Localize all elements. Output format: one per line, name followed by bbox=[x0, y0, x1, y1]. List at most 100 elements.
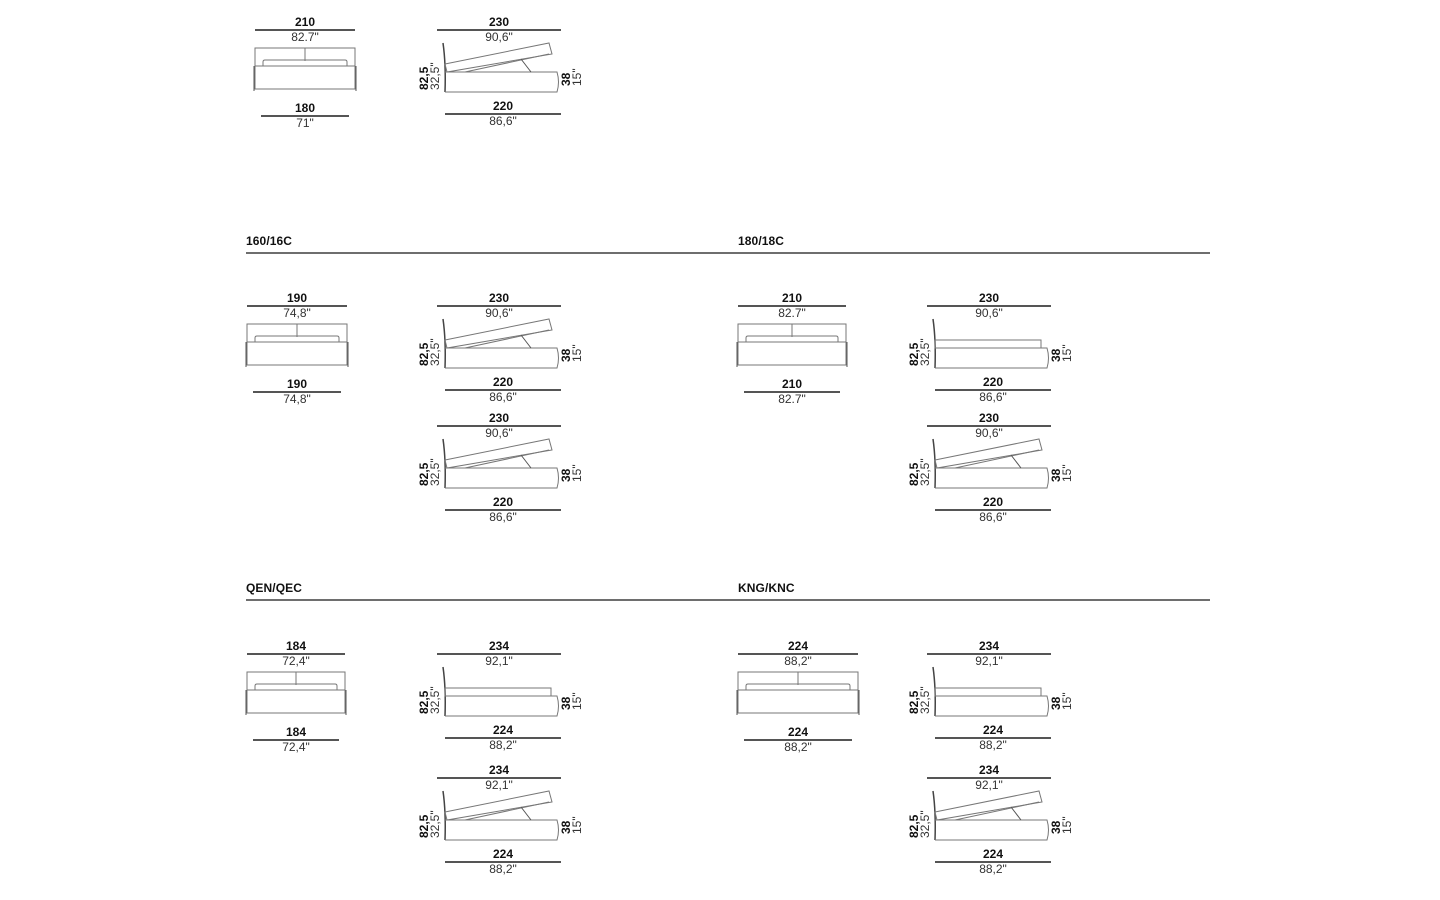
dimension-cm: 224 bbox=[492, 847, 514, 861]
dimension-inch: 32,5" bbox=[918, 458, 932, 486]
dimension-cm: 230 bbox=[488, 291, 510, 305]
gas-piston bbox=[521, 335, 531, 348]
gas-piston bbox=[1011, 455, 1021, 468]
dimension-cm: 224 bbox=[787, 639, 809, 653]
dimension-inch: 32,5" bbox=[428, 338, 442, 366]
front-view-lines bbox=[254, 48, 356, 91]
gas-piston bbox=[521, 455, 531, 468]
dimension-cm: 184 bbox=[285, 725, 307, 739]
dimension-line bbox=[247, 305, 347, 307]
dimension-cm: 220 bbox=[492, 375, 514, 389]
base-box bbox=[935, 696, 1049, 716]
dimension-cm: 234 bbox=[978, 639, 1000, 653]
dimension-cm: 220 bbox=[492, 99, 514, 113]
dimension-inch: 32,5" bbox=[918, 686, 932, 714]
dimension-cm: 184 bbox=[285, 639, 307, 653]
mattress-frame bbox=[445, 688, 551, 696]
dimension-inch: 32,5" bbox=[428, 62, 442, 90]
dimension-cm: 234 bbox=[488, 639, 510, 653]
dimension-cm: 190 bbox=[286, 291, 308, 305]
section-divider bbox=[246, 599, 1210, 601]
bed-front-view bbox=[249, 46, 361, 96]
bed-base bbox=[738, 690, 858, 713]
mattress-top bbox=[255, 336, 339, 342]
lifted-frame-inner bbox=[955, 802, 1039, 820]
gas-piston bbox=[521, 807, 531, 820]
bed-front-view bbox=[732, 322, 852, 372]
dimension-line bbox=[445, 113, 561, 115]
bed-front-view bbox=[241, 670, 351, 720]
dimension-line bbox=[738, 653, 858, 655]
dimension-cm: 220 bbox=[982, 375, 1004, 389]
dimension-line bbox=[744, 391, 840, 393]
side-view-lines bbox=[443, 791, 559, 840]
section-title: 160/16C bbox=[246, 234, 293, 248]
dimension-line bbox=[927, 777, 1051, 779]
base-box bbox=[935, 468, 1049, 488]
dimension-cm: 210 bbox=[294, 15, 316, 29]
lifted-frame bbox=[445, 319, 552, 348]
lifted-frame bbox=[445, 43, 552, 72]
dimension-inch: 32,5" bbox=[428, 458, 442, 486]
dimension-inch: 86,6" bbox=[489, 390, 517, 404]
dimension-line bbox=[927, 425, 1051, 427]
lifted-frame-inner bbox=[465, 802, 549, 820]
dimension-cm: 230 bbox=[488, 15, 510, 29]
lifted-frame bbox=[935, 439, 1042, 468]
headboard-profile bbox=[443, 319, 445, 368]
dimension-line bbox=[445, 509, 561, 511]
dimension-inch: 32,5" bbox=[918, 810, 932, 838]
dimension-inch: 88,2" bbox=[784, 654, 812, 668]
dimension-inch: 92,1" bbox=[975, 654, 1003, 668]
dimension-inch: 15" bbox=[570, 816, 584, 834]
headboard-profile bbox=[933, 791, 935, 840]
dimension-line bbox=[927, 653, 1051, 655]
lifted-frame bbox=[445, 791, 552, 820]
dimension-line bbox=[247, 653, 345, 655]
base-box bbox=[935, 348, 1049, 368]
bed-side-view-lifted bbox=[439, 436, 569, 496]
bed-side-view-closed bbox=[439, 664, 569, 724]
dimension-cm: 220 bbox=[492, 495, 514, 509]
dimension-line bbox=[935, 509, 1051, 511]
dimension-line bbox=[445, 861, 561, 863]
section-title: 180/18C bbox=[738, 234, 785, 248]
dimension-inch: 90,6" bbox=[975, 426, 1003, 440]
dimension-cm: 224 bbox=[787, 725, 809, 739]
lifted-frame-inner bbox=[955, 450, 1039, 468]
dimension-line bbox=[261, 115, 349, 117]
bed-side-view-lifted bbox=[929, 436, 1059, 496]
bed-base bbox=[247, 690, 345, 713]
bed-front-view bbox=[241, 322, 353, 372]
lifted-frame-inner bbox=[465, 54, 549, 72]
gas-piston bbox=[521, 59, 531, 72]
dimension-inch: 74,8" bbox=[283, 306, 311, 320]
dimension-line bbox=[437, 29, 561, 31]
bed-side-view-closed bbox=[929, 664, 1059, 724]
dimension-cm: 224 bbox=[492, 723, 514, 737]
dimension-line bbox=[935, 737, 1051, 739]
section-divider bbox=[246, 252, 1210, 254]
